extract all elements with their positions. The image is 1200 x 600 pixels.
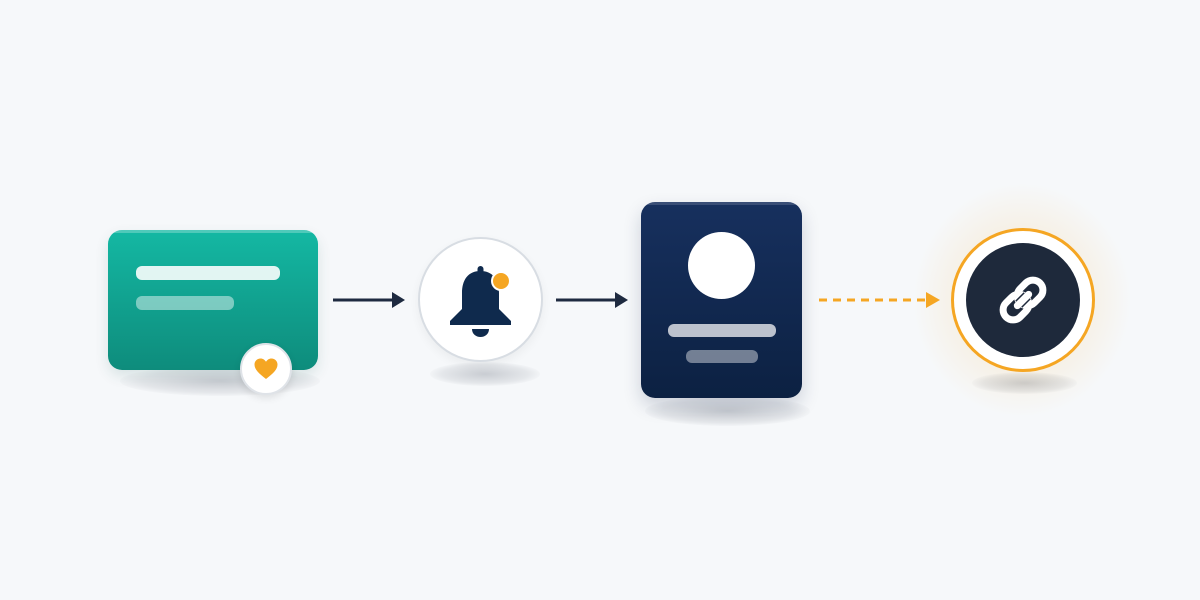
arrow-post-to-notification <box>333 292 405 308</box>
post-text-line-short <box>136 296 234 310</box>
bell-icon <box>450 266 511 337</box>
profile-subtitle-line <box>686 350 758 363</box>
post-card-background <box>108 230 318 370</box>
link-icon <box>999 276 1047 324</box>
notification-shadow <box>430 362 540 386</box>
profile-card-shadow <box>645 396 810 426</box>
link-node-core <box>966 243 1080 357</box>
arrow-notification-to-profile <box>556 292 628 308</box>
link-shadow <box>972 372 1077 394</box>
avatar-icon <box>688 232 755 299</box>
profile-name-line <box>668 324 776 337</box>
post-card <box>108 230 318 370</box>
arrow-profile-to-link-dashed <box>819 292 940 308</box>
notification-node <box>418 237 543 362</box>
post-text-line <box>136 266 280 280</box>
heart-icon <box>254 358 278 379</box>
like-badge <box>240 343 292 395</box>
profile-card <box>641 202 802 398</box>
notification-dot <box>493 273 509 289</box>
